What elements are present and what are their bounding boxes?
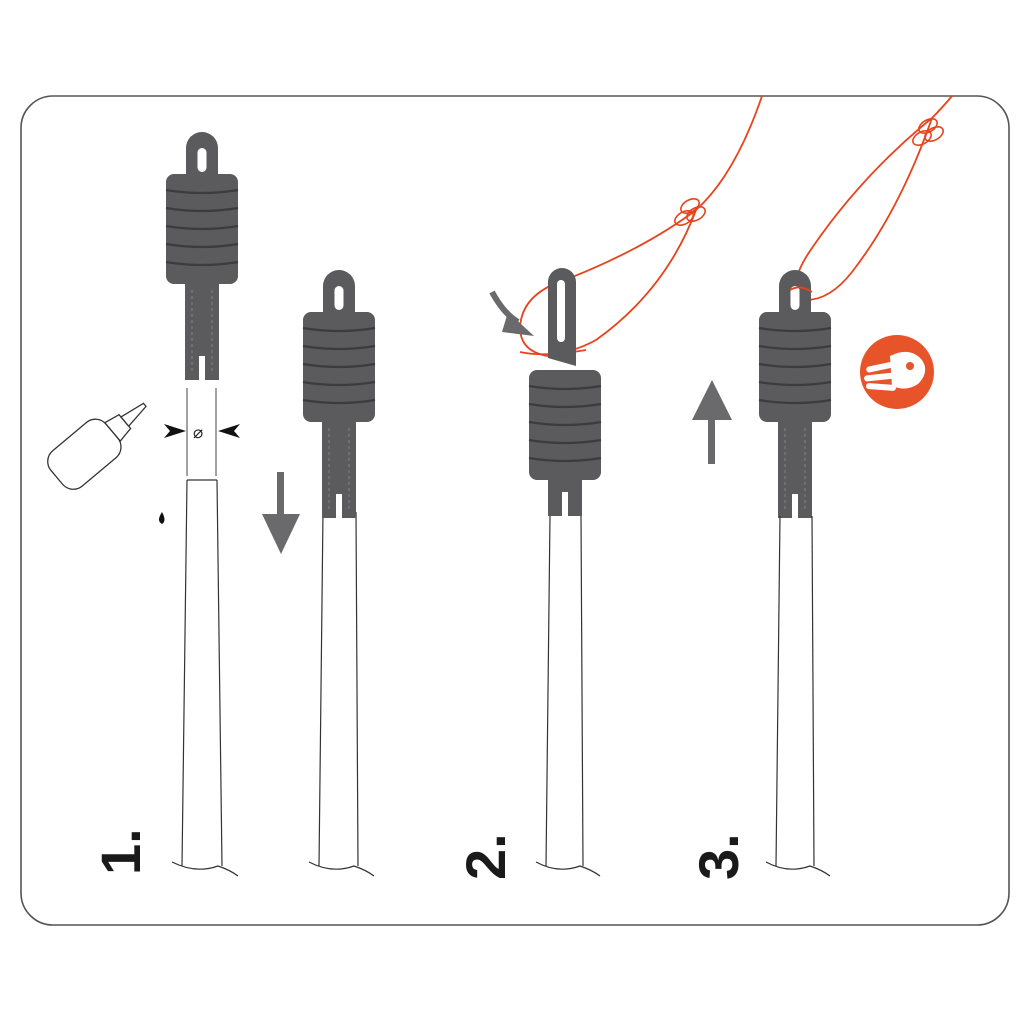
- rod-1: [171, 479, 239, 877]
- curved-arrow-icon: [489, 290, 534, 336]
- arrow-up-icon: [692, 380, 732, 464]
- diameter-guide: ⌀: [164, 388, 240, 476]
- step-3: 3.: [687, 95, 953, 880]
- panel-frame: [20, 95, 1010, 926]
- hand-pull-icon: [860, 335, 934, 409]
- step-1: ⌀: [47, 130, 377, 877]
- step-2: 2.: [454, 95, 763, 880]
- diameter-symbol: ⌀: [193, 423, 203, 443]
- arrow-down-icon: [262, 472, 300, 554]
- hook-tip-2: [548, 268, 576, 366]
- step-label-1: 1.: [89, 828, 152, 875]
- line-knot-3: [912, 117, 944, 147]
- rod-2: [308, 511, 375, 877]
- step-label-3: 3.: [687, 833, 750, 880]
- line-knot-2: [674, 197, 706, 227]
- rod-4: [765, 515, 831, 877]
- glue-bottle-icon: [47, 402, 165, 524]
- clip-attached-2: [528, 370, 602, 517]
- line-through-eye: [789, 286, 813, 293]
- rod-3: [535, 515, 601, 877]
- step-label-2: 2.: [454, 833, 517, 880]
